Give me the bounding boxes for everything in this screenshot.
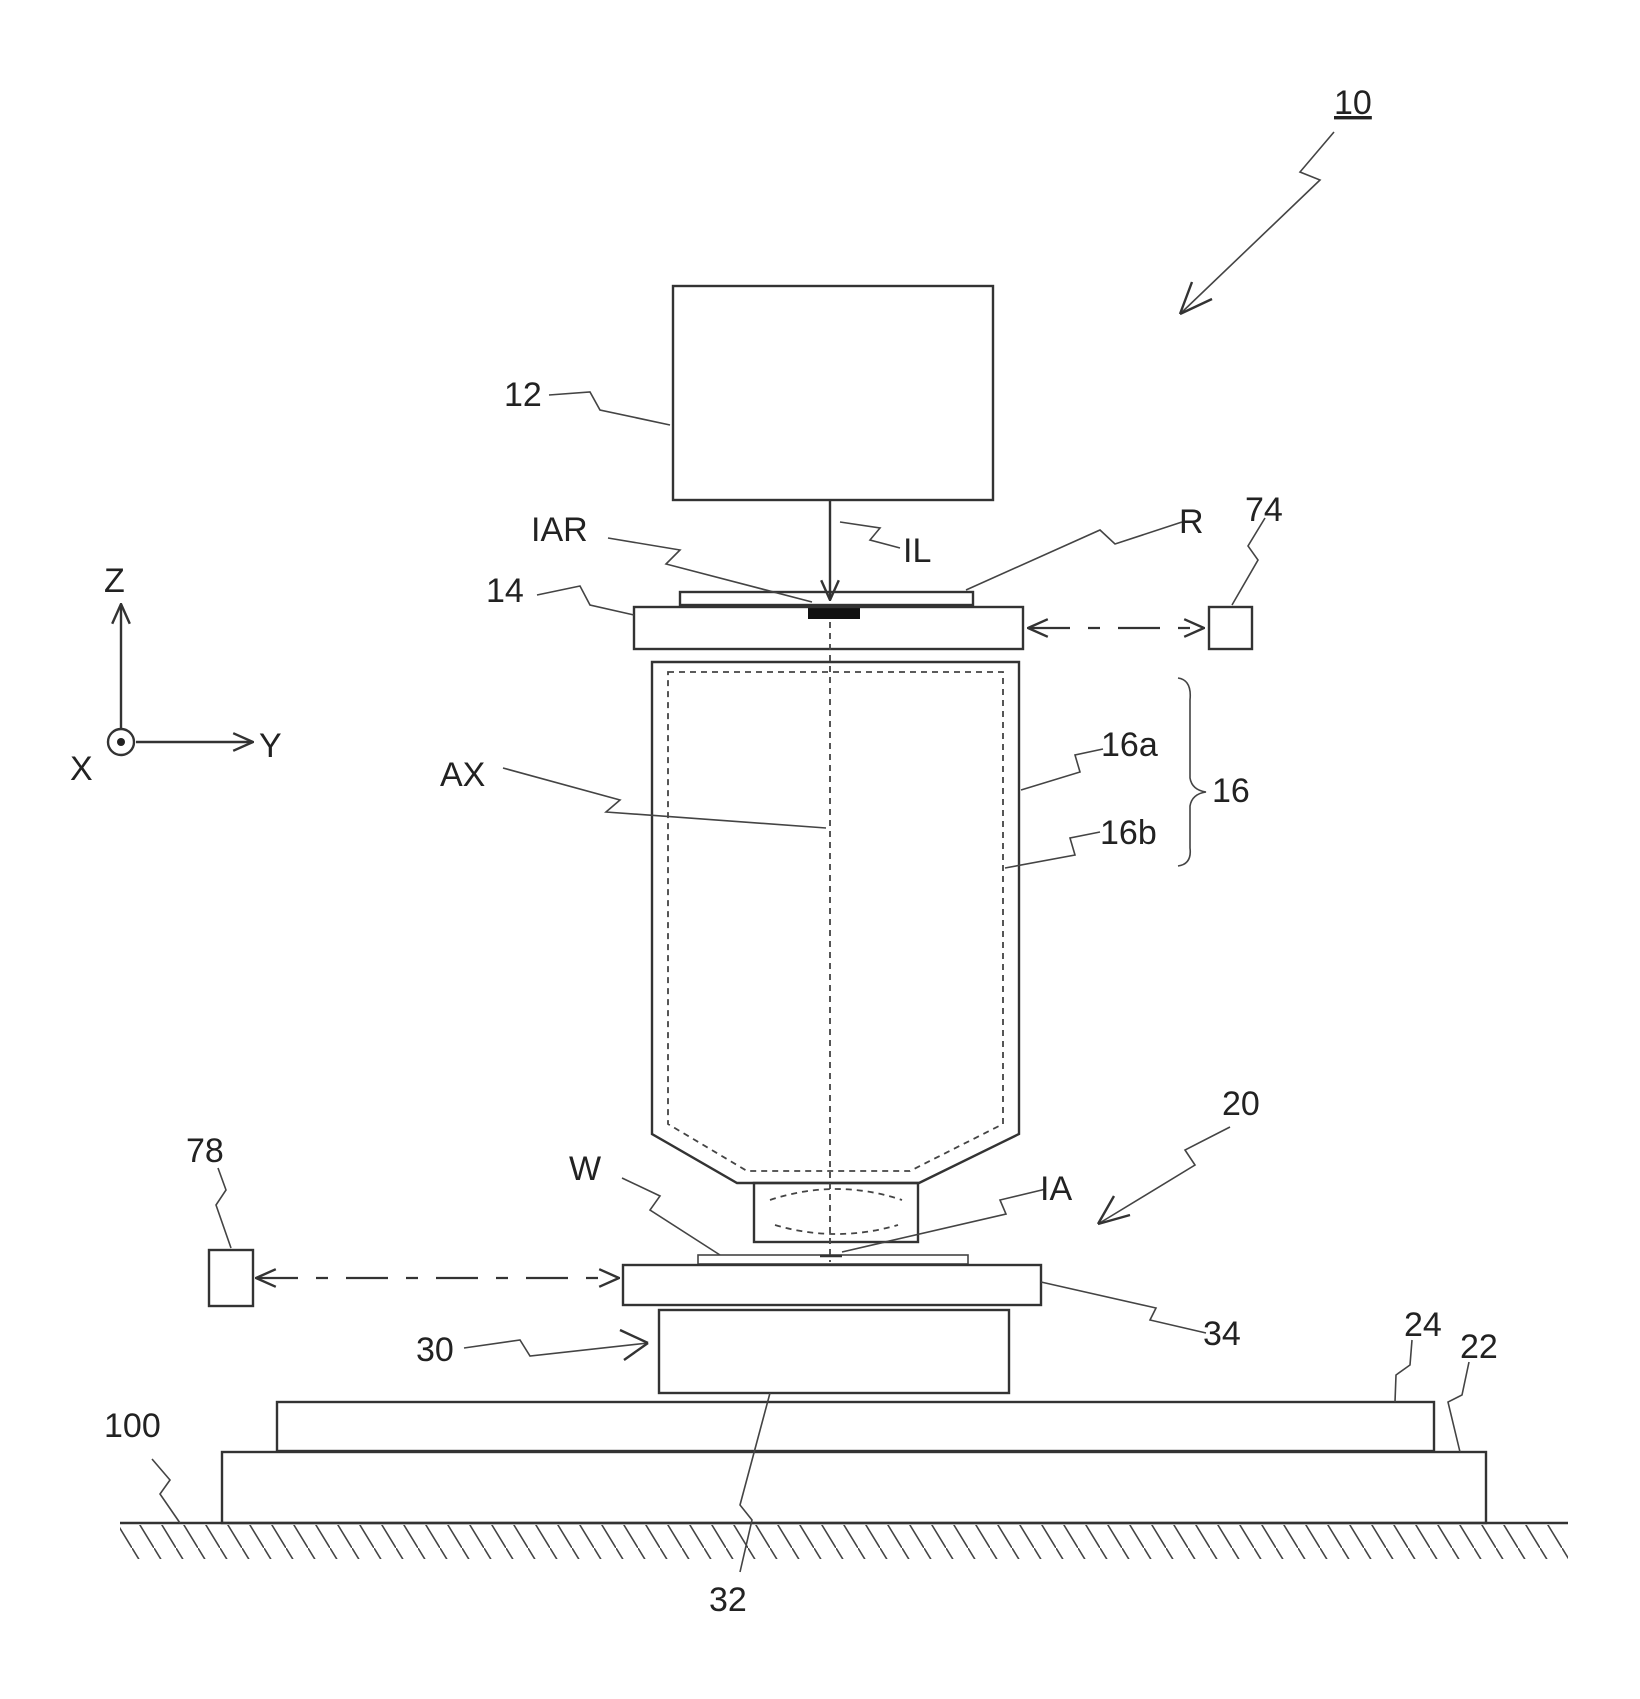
projection-barrel-outer: [652, 662, 1019, 1183]
leader-74: [1232, 518, 1265, 605]
leader-W: [622, 1178, 720, 1255]
axis-label-z: Z: [104, 562, 125, 600]
axis-label-x: X: [70, 750, 93, 788]
label-16b: 16b: [1100, 814, 1157, 852]
label-34: 34: [1203, 1315, 1241, 1353]
label-12: 12: [504, 376, 542, 414]
leader-14: [537, 586, 634, 615]
x-axis-dot: [117, 738, 125, 746]
label-78: 78: [186, 1132, 224, 1170]
leader-12: [549, 392, 670, 425]
label-W: W: [569, 1150, 601, 1188]
floor-hatching: [120, 1525, 1568, 1559]
leader-78: [216, 1168, 231, 1248]
label-14: 14: [486, 572, 524, 610]
label-22: 22: [1460, 1328, 1498, 1366]
label-16a: 16a: [1101, 726, 1158, 764]
leader-24: [1395, 1340, 1412, 1402]
label-IA: IA: [1040, 1170, 1072, 1208]
stage-base-24: [277, 1402, 1434, 1451]
lens-element-curve-lower: [775, 1225, 898, 1234]
wafer-stage-block: [659, 1310, 1009, 1393]
leader-R: [966, 522, 1182, 590]
wafer-table-plate: [623, 1265, 1041, 1305]
leader-100: [152, 1459, 180, 1523]
lens-element-curve: [770, 1189, 902, 1200]
illumination-system-box: [673, 286, 993, 500]
leader-20-arrow: [1098, 1196, 1130, 1224]
bracket-16: [1178, 678, 1206, 866]
label-100: 100: [104, 1407, 161, 1445]
projection-barrel-inner: [668, 672, 1003, 1171]
label-24: 24: [1404, 1306, 1442, 1344]
label-32: 32: [709, 1581, 747, 1619]
reticle-interferometer-box: [1209, 607, 1252, 649]
label-74: 74: [1245, 491, 1283, 529]
axis-label-y: Y: [259, 727, 282, 765]
illumination-area-bar: [808, 608, 860, 619]
projection-lens-bottom: [754, 1183, 918, 1242]
label-10: 10: [1334, 84, 1372, 122]
leader-IL: [840, 522, 900, 548]
leader-34: [1041, 1282, 1206, 1333]
label-IL: IL: [903, 532, 931, 570]
leader-16a: [1021, 749, 1103, 790]
label-AX: AX: [440, 756, 485, 794]
leader-30: [464, 1340, 648, 1356]
label-20: 20: [1222, 1085, 1260, 1123]
leader-22: [1448, 1362, 1469, 1452]
label-16: 16: [1212, 772, 1250, 810]
leader-AX: [503, 768, 826, 828]
label-30: 30: [416, 1331, 454, 1369]
reticle-plate: [680, 592, 973, 605]
surface-plate-22: [222, 1452, 1486, 1523]
wafer-interferometer-box: [209, 1250, 253, 1306]
label-R: R: [1179, 503, 1204, 541]
label-IAR: IAR: [531, 511, 588, 549]
leader-10: [1180, 132, 1334, 314]
leader-20: [1098, 1127, 1230, 1224]
